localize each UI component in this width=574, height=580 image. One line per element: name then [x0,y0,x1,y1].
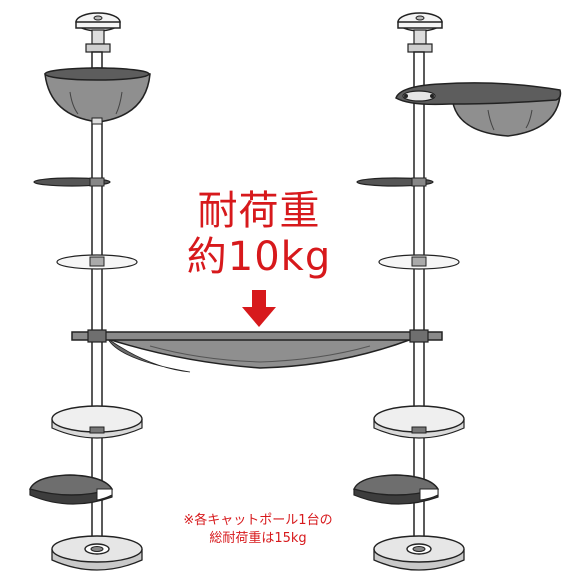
load-capacity-title: 耐荷重 [197,188,321,234]
load-capacity-value: 約10kg [186,234,332,280]
left-bowl-bed [44,67,151,125]
hammock-bridge [71,329,443,373]
left-cat-pole [29,12,151,571]
left-white-round-shelf [51,405,143,439]
left-clear-step [56,254,138,270]
left-floor-base [51,535,143,571]
right-dark-step [356,177,434,187]
total-load-note-line2: 総耐荷重は15kg [209,531,307,546]
right-side-bowl-bed [395,82,562,137]
right-dark-pie-shelf [353,474,440,505]
left-pole [91,51,103,553]
right-white-round-shelf [373,405,465,439]
total-load-note: ※各キャットポール1台の 総耐荷重は15kg [148,512,368,548]
hammock-top-bar [71,331,443,341]
down-arrow-icon [242,290,276,327]
total-load-note-line1: ※各キャットポール1台の [183,513,333,528]
load-capacity-label: 耐荷重 約10kg [184,188,334,280]
left-dark-step [33,177,111,187]
right-floor-base [373,535,465,571]
right-ceiling-mount [397,12,443,53]
right-cat-pole [353,12,562,571]
right-clear-step [378,254,460,270]
left-dark-pie-shelf [29,474,114,505]
left-ceiling-mount [75,12,121,53]
